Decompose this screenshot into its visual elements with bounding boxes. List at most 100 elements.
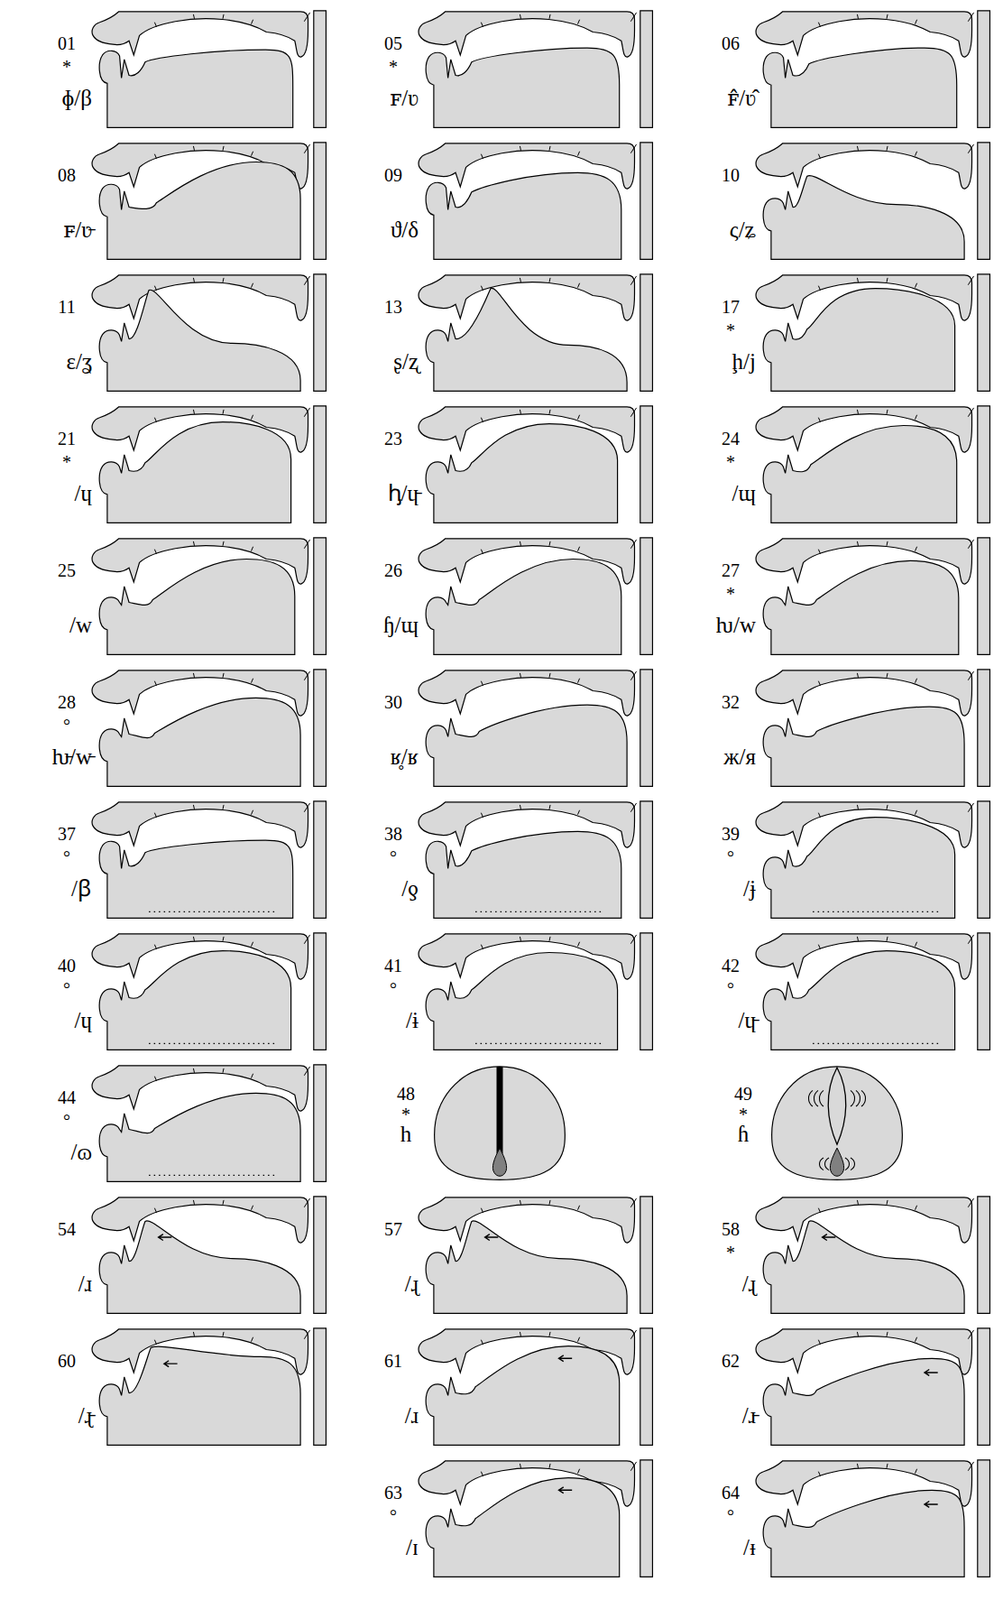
- panel: [418, 405, 653, 523]
- tongue-and-lower-jaw: [425, 423, 617, 524]
- tongue-and-lower-jaw: [99, 1092, 301, 1181]
- palate-ticks: [480, 539, 636, 554]
- ipa-symbol: /ƍ: [401, 876, 419, 900]
- palate-ticks: [818, 671, 974, 686]
- sound-number: 17: [721, 297, 740, 316]
- panel: [755, 932, 990, 1050]
- ipa-symbol: /ɪ: [405, 1535, 419, 1558]
- sound-number: 23: [384, 429, 403, 448]
- pharynx-wall: [977, 405, 991, 523]
- palate-ticks: [480, 12, 636, 28]
- ipa-symbol: ϑ/δ: [390, 218, 419, 241]
- pharynx-wall: [313, 1196, 327, 1313]
- sound-number: 10: [721, 165, 740, 185]
- arrow: [164, 1360, 178, 1367]
- pharynx-wall: [640, 1196, 654, 1313]
- ipa-symbol: ꜰ/ʋ: [389, 86, 419, 110]
- ipa-symbol: ʂ/ʐ: [393, 349, 419, 373]
- ipa-symbol: ɧ/ɰ: [383, 613, 419, 636]
- panel: [92, 1196, 326, 1313]
- pharynx-wall: [640, 932, 654, 1050]
- palate-ticks: [818, 1329, 974, 1344]
- ipa-symbol: /ꞵ: [71, 876, 93, 900]
- panel: [418, 1196, 653, 1313]
- symbol-mark: °: [389, 847, 397, 866]
- panel: [772, 1066, 903, 1179]
- palate-ticks: [818, 1461, 974, 1476]
- sound-number: 38: [384, 824, 403, 843]
- symbol-mark: *: [726, 321, 736, 340]
- panel: [755, 1196, 990, 1313]
- palate-ticks: [818, 12, 974, 28]
- palate-ticks: [154, 1329, 310, 1344]
- sound-number: 28: [57, 692, 76, 711]
- sound-number: 57: [384, 1219, 403, 1238]
- panel: [92, 10, 326, 128]
- panel: [755, 142, 990, 259]
- ipa-symbol: /ᵻ: [743, 1535, 756, 1558]
- pharynx-wall: [313, 669, 327, 786]
- palate-ticks: [480, 802, 636, 818]
- panel: [92, 274, 326, 391]
- upper-jaw: [92, 1196, 308, 1243]
- dotted-line: [812, 910, 940, 912]
- pharynx-wall: [640, 10, 654, 128]
- sound-number: 37: [57, 824, 76, 843]
- panel: [92, 669, 326, 786]
- dotted-line: [148, 910, 277, 912]
- symbol-mark: *: [62, 57, 72, 76]
- tongue-and-lower-jaw: [99, 839, 293, 918]
- pharynx-wall: [977, 932, 991, 1050]
- tongue-and-lower-jaw: [425, 952, 617, 1050]
- panel: [434, 1066, 566, 1179]
- tongue-and-lower-jaw: [763, 817, 955, 919]
- ipa-symbol: /ɹ: [78, 1271, 93, 1295]
- ipa-symbol: ꜰ̵/ʋ̵: [63, 218, 93, 241]
- tongue-and-lower-jaw: [763, 1220, 965, 1313]
- ipa-symbol: /ɷ: [71, 1140, 93, 1163]
- pharynx-wall: [313, 142, 327, 259]
- tongue-and-lower-jaw: [763, 1357, 965, 1445]
- panel: [755, 669, 990, 786]
- tongue-and-lower-jaw: [425, 830, 622, 918]
- larynx-outline: [434, 1066, 566, 1179]
- sound-number: 49: [734, 1084, 753, 1103]
- panel: [92, 142, 326, 259]
- sound-number: 39: [721, 824, 740, 843]
- sound-number: 32: [721, 692, 740, 711]
- tongue-and-lower-jaw: [425, 558, 622, 654]
- upper-jaw: [418, 275, 635, 321]
- sound-number: 62: [721, 1351, 740, 1370]
- sound-number: 27: [721, 561, 740, 580]
- palate-ticks: [154, 671, 310, 686]
- sound-number: 01: [57, 34, 76, 53]
- panel: [418, 537, 653, 654]
- pharynx-wall: [977, 274, 991, 391]
- symbol-mark: *: [738, 1104, 748, 1123]
- symbol-mark: *: [726, 584, 736, 603]
- pharynx-wall: [977, 1196, 991, 1313]
- tongue-and-lower-jaw: [763, 288, 955, 392]
- sound-number: 40: [57, 956, 76, 975]
- panel: [755, 10, 990, 128]
- pharynx-wall: [977, 1327, 991, 1445]
- palate-ticks: [818, 802, 974, 818]
- panel: [92, 1327, 326, 1445]
- pharynx-wall: [640, 142, 654, 259]
- ipa-symbol: /w: [69, 613, 93, 636]
- upper-jaw: [755, 143, 972, 189]
- tongue-and-lower-jaw: [763, 950, 955, 1050]
- upper-jaw: [418, 1196, 635, 1243]
- ipa-symbol: /ɥ̵: [738, 1008, 756, 1031]
- ipa-symbol: ɦ: [737, 1122, 750, 1145]
- arrow: [559, 1486, 573, 1493]
- ipa-symbol: /ɹ̵: [742, 1403, 756, 1427]
- palate-ticks: [818, 1197, 974, 1213]
- sound-number: 13: [384, 297, 403, 316]
- pharynx-wall: [313, 1327, 327, 1445]
- symbol-mark: °: [389, 1506, 397, 1525]
- symbol-mark: °: [389, 979, 397, 998]
- vibration-marks: [809, 1089, 866, 1169]
